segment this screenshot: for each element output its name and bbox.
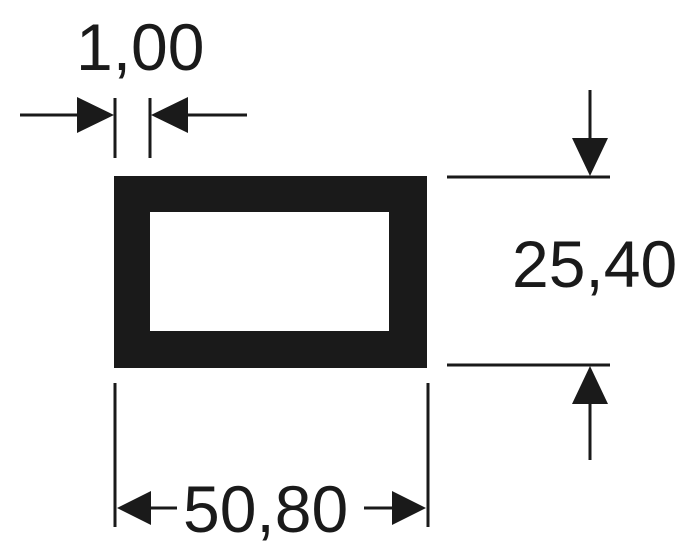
arrowhead-down (572, 138, 608, 176)
arrowhead-left-bottom (117, 491, 151, 525)
wall-thickness-label: 1,00 (76, 10, 204, 84)
wall-thickness-dimension: 1,00 (20, 10, 247, 158)
arrowhead-left (77, 97, 114, 133)
height-label: 25,40 (512, 227, 677, 301)
tube-cross-section (114, 176, 427, 368)
arrowhead-right (151, 97, 188, 133)
tube-wall (114, 176, 427, 368)
width-dimension: 50,80 (113, 383, 430, 546)
arrowhead-right-bottom (392, 491, 426, 525)
arrowhead-up (572, 366, 608, 404)
width-label: 50,80 (183, 472, 348, 546)
height-dimension: 25,40 (447, 90, 677, 460)
